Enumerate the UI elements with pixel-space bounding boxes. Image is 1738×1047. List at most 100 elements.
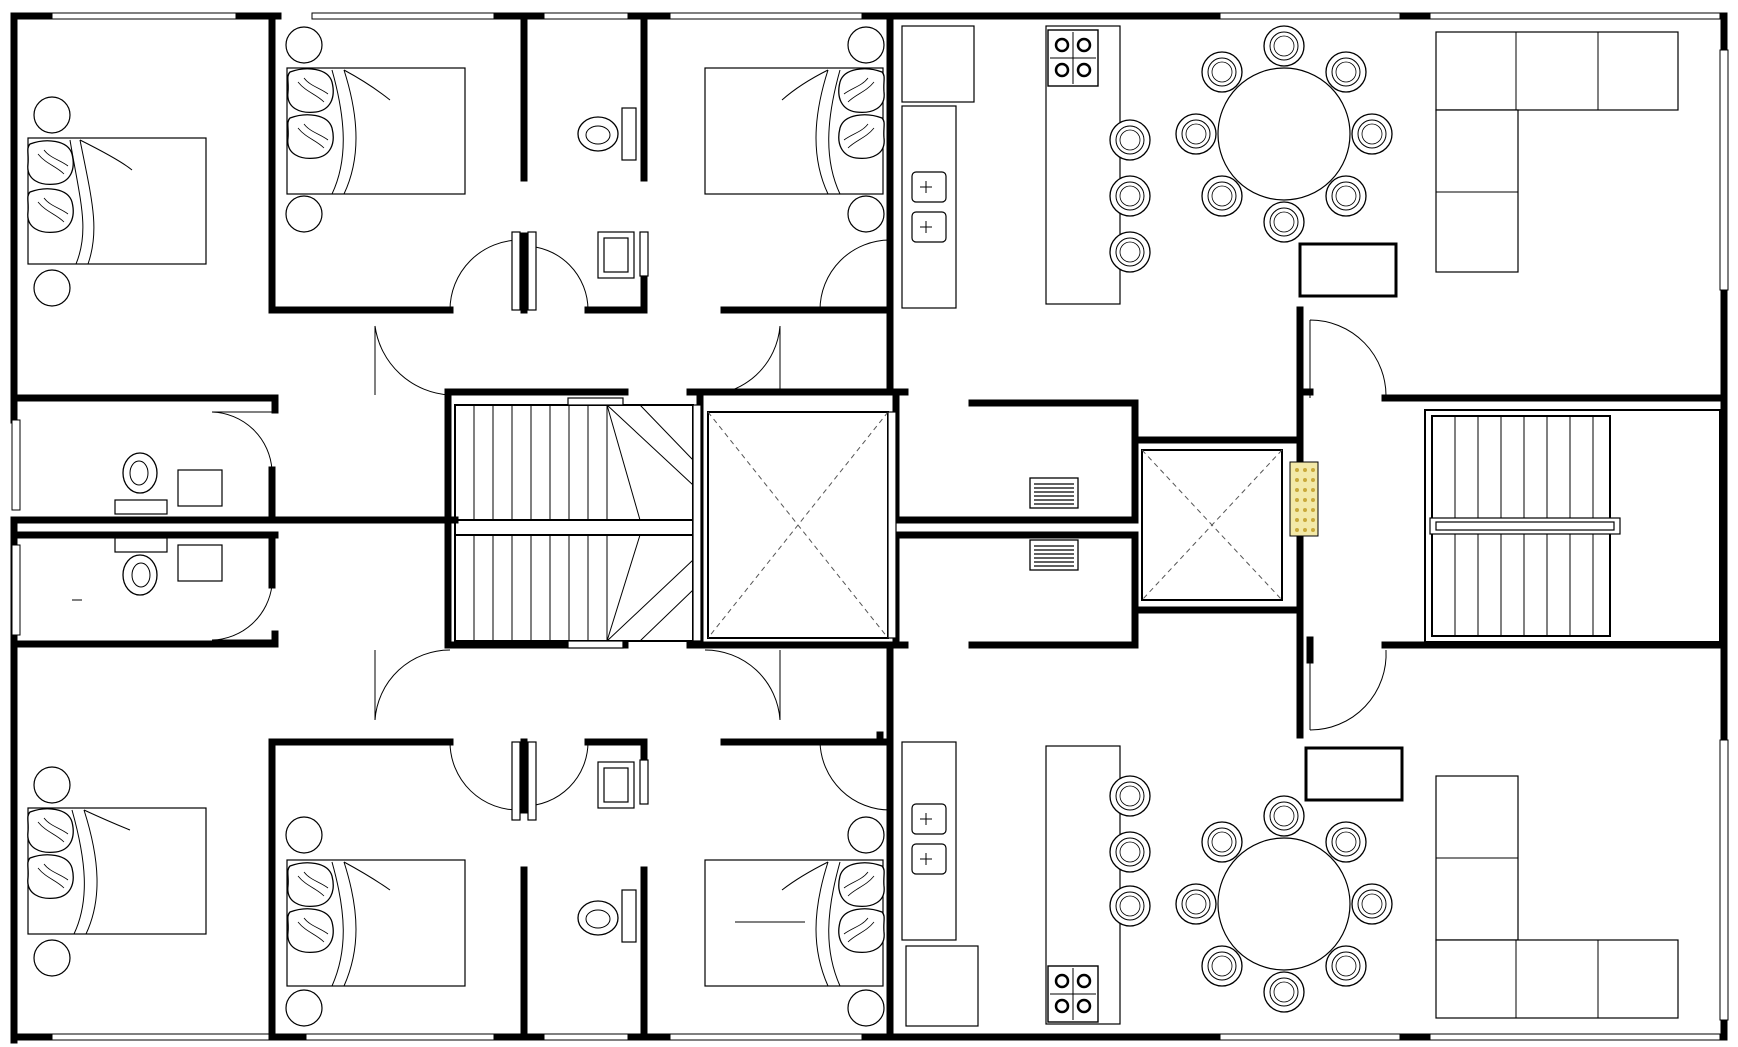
window-icon [51, 12, 237, 20]
dining-table [1217, 67, 1351, 201]
living-top [1298, 31, 1679, 298]
chair-icon [1201, 51, 1243, 93]
chair-icon [1263, 25, 1305, 67]
chair-icon [1263, 201, 1305, 243]
chair-icon [1109, 175, 1151, 217]
chair-icon [1351, 113, 1393, 155]
elevator-left [707, 411, 897, 639]
window-icon [305, 1033, 495, 1041]
bed-icon [27, 188, 74, 234]
stair-left [454, 397, 702, 649]
bathroom-left-upper [114, 452, 223, 515]
bed-icon [838, 862, 885, 908]
chair-icon [1351, 883, 1393, 925]
utility-units [1029, 477, 1079, 571]
bedroom-bottom-left [27, 766, 207, 977]
chair-icon [1109, 831, 1151, 873]
window-icon [11, 544, 21, 636]
door-swing-icon [211, 584, 273, 641]
bedroom-top-center-left [285, 26, 466, 233]
door-swing-icon [704, 649, 781, 721]
coffee-table [1298, 242, 1398, 298]
lamp-icon [285, 989, 323, 1027]
window-icon [543, 1033, 629, 1041]
window-icon [51, 1033, 273, 1041]
stove-icon [1046, 28, 1100, 88]
chair-icon [1201, 945, 1243, 987]
door-swing-icon [704, 325, 781, 396]
chair-icon [1263, 795, 1305, 837]
toilet-icon [122, 554, 158, 596]
window-icon [11, 419, 21, 511]
window-icon [669, 1033, 863, 1041]
living-bottom [1304, 746, 1679, 1019]
lamp-icon [33, 766, 71, 804]
chair-icon [1201, 821, 1243, 863]
elevator-shaft-icon [1141, 449, 1283, 601]
bedroom-top-left [27, 96, 207, 307]
kitchen-bottom [901, 741, 1151, 1027]
coffee-table [1304, 746, 1404, 802]
doors [211, 231, 1387, 821]
door-swing-icon [374, 649, 451, 721]
bed-icon [838, 68, 885, 114]
chair-icon [1175, 113, 1217, 155]
window-icon [543, 12, 629, 20]
bed-icon [838, 908, 885, 954]
window-icon [1429, 12, 1721, 20]
door-swing-icon [1309, 649, 1387, 731]
window-icon [1719, 739, 1729, 1021]
stair-icon [1424, 409, 1721, 643]
chair-icon [1109, 119, 1151, 161]
windows [11, 12, 1729, 1041]
door-swing-icon [211, 411, 273, 471]
bed-icon [287, 114, 334, 160]
chair-icon [1109, 775, 1151, 817]
toilet-icon [577, 900, 619, 936]
lamp-icon [285, 26, 323, 64]
lamp-icon [33, 939, 71, 977]
window-icon [669, 12, 863, 20]
chair-icon [1109, 885, 1151, 927]
door-swing-icon [819, 239, 891, 311]
window-icon [1219, 1033, 1401, 1041]
lamp-icon [847, 195, 885, 233]
sink-icon [911, 843, 947, 875]
bathroom-bottom [577, 761, 637, 943]
toilet-icon [577, 116, 619, 152]
door-swing-icon [449, 239, 521, 311]
bed-icon [287, 68, 334, 114]
chair-icon [1325, 175, 1367, 217]
bedroom-bottom-center-right [704, 816, 885, 1027]
chair-icon [1325, 821, 1367, 863]
lamp-icon [285, 195, 323, 233]
sink-icon [911, 803, 947, 835]
sink-icon [911, 211, 947, 243]
lamp-icon [847, 816, 885, 854]
stair-icon [454, 404, 694, 642]
bathroom-left-lower [72, 537, 223, 601]
window-icon [1719, 49, 1729, 291]
window-icon [311, 12, 495, 20]
chair-icon [1325, 51, 1367, 93]
elevator-right [1141, 449, 1319, 601]
door-swing-icon [1309, 319, 1387, 399]
kitchen-top [901, 25, 1151, 309]
lamp-icon [285, 816, 323, 854]
dining-table [1217, 837, 1351, 971]
bed-icon [838, 114, 885, 160]
lamp-icon [847, 26, 885, 64]
door-swing-icon [374, 325, 451, 396]
bathroom-top [577, 107, 637, 279]
stove-icon [1046, 964, 1100, 1024]
stair-right [1424, 409, 1721, 643]
exterior-walls [10, 12, 1728, 1044]
lamp-icon [33, 269, 71, 307]
chair-icon [1175, 883, 1217, 925]
sink-icon [911, 171, 947, 203]
window-icon [1219, 12, 1401, 20]
chair-icon [1263, 971, 1305, 1013]
hvac-unit [1029, 539, 1079, 571]
lamp-icon [847, 989, 885, 1027]
